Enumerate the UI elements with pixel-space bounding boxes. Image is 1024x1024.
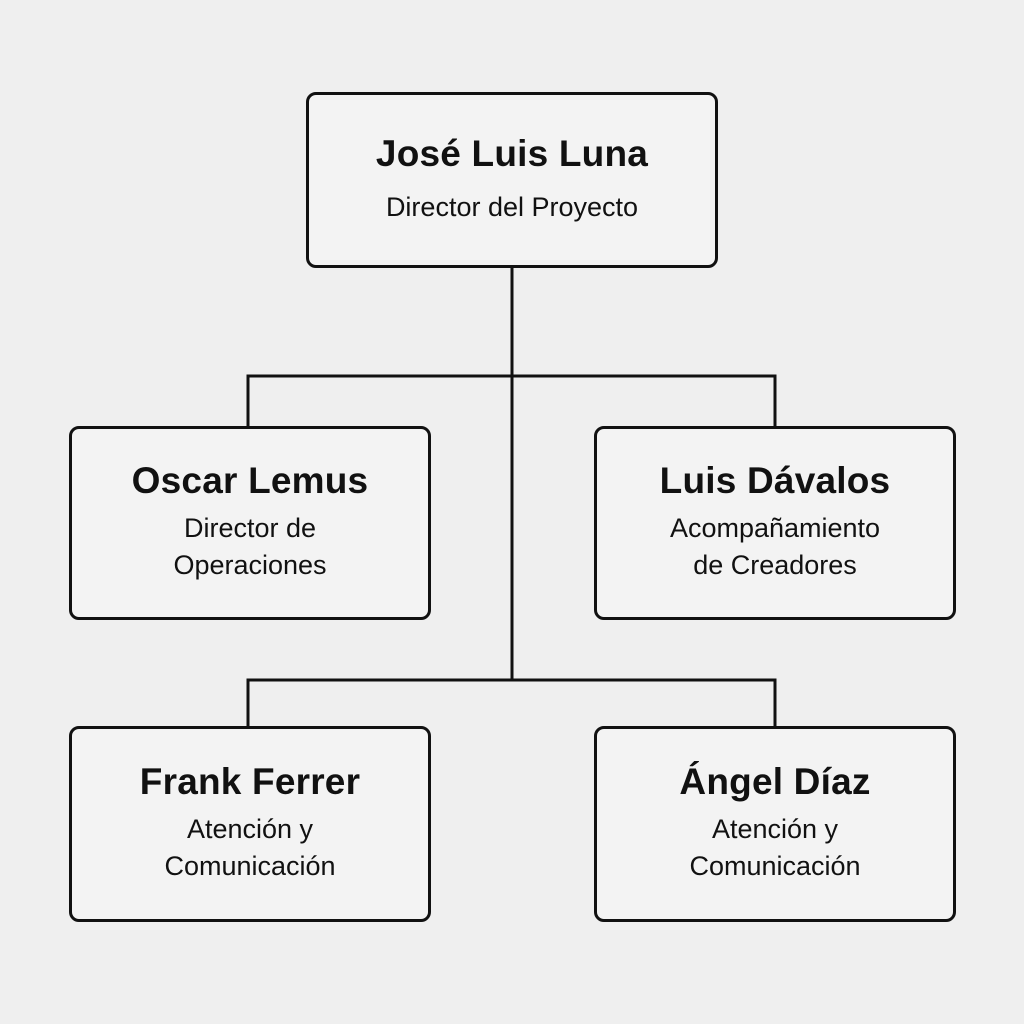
- node-luis-davalos: Luis Dávalos Acompañamiento de Creadores: [594, 426, 956, 620]
- node-name: José Luis Luna: [375, 133, 649, 175]
- node-frank-ferrer: Frank Ferrer Atención y Comunicación: [69, 726, 431, 922]
- node-role: Acompañamiento de Creadores: [670, 510, 880, 585]
- node-role: Atención y Comunicación: [689, 811, 860, 886]
- node-role-line: Acompañamiento: [669, 513, 881, 544]
- node-role: Director de Operaciones: [173, 510, 326, 585]
- node-name: Ángel Díaz: [679, 761, 871, 803]
- node-role: Director del Proyecto: [385, 191, 639, 222]
- node-name: Luis Dávalos: [659, 460, 891, 502]
- node-role-line: Director de: [183, 513, 317, 544]
- node-role-line: Comunicación: [164, 851, 336, 882]
- node-role: Atención y Comunicación: [164, 811, 335, 886]
- node-oscar-lemus: Oscar Lemus Director de Operaciones: [69, 426, 431, 620]
- node-role-line: Operaciones: [173, 550, 327, 581]
- node-name: Frank Ferrer: [139, 761, 361, 803]
- node-role-line: de Creadores: [693, 550, 857, 581]
- node-jose-luis-luna: José Luis Luna Director del Proyecto: [306, 92, 718, 268]
- node-role-line: Atención y: [186, 814, 314, 845]
- node-role-line: Comunicación: [689, 851, 861, 882]
- node-angel-diaz: Ángel Díaz Atención y Comunicación: [594, 726, 956, 922]
- node-role-line: Atención y: [711, 814, 839, 845]
- node-name: Oscar Lemus: [131, 460, 369, 502]
